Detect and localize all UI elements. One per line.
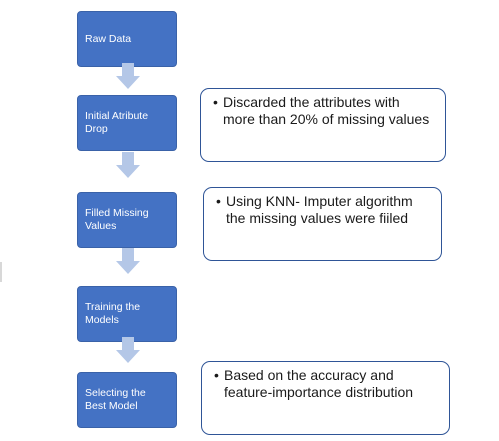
down-arrow-icon: [116, 337, 140, 363]
note-filled-missing: • Using KNN- Imputer algorithm the missi…: [203, 187, 442, 261]
step-label: Filled Missing Values: [85, 207, 149, 232]
step-label: Training the Models: [85, 301, 141, 326]
step-raw-data: Raw Data: [77, 11, 177, 67]
note-best-model: • Based on the accuracy and feature-impo…: [201, 361, 450, 435]
step-label: Initial Atribute Drop: [85, 110, 149, 135]
step-label: Raw Data: [85, 32, 132, 45]
step-label: Selecting the Best Model: [85, 387, 146, 412]
down-arrow-icon: [116, 63, 140, 89]
down-arrow-icon: [116, 152, 140, 178]
step-initial-attribute-drop: Initial Atribute Drop: [77, 95, 177, 151]
note-text: Using KNN- Imputer algorithm the missing…: [226, 193, 413, 226]
down-arrow-icon: [116, 248, 140, 274]
left-edge-mark: [0, 262, 2, 282]
step-selecting-best-model: Selecting the Best Model: [77, 372, 177, 428]
note-text: Based on the accuracy and feature-import…: [224, 367, 414, 400]
step-filled-missing-values: Filled Missing Values: [77, 192, 177, 248]
bullet-icon: •: [214, 367, 219, 383]
note-attribute-drop: • Discarded the attributes with more tha…: [200, 88, 446, 162]
note-text: Discarded the attributes with more than …: [223, 94, 430, 127]
bullet-icon: •: [216, 193, 221, 209]
bullet-icon: •: [213, 94, 218, 110]
step-training-the-models: Training the Models: [77, 286, 177, 342]
